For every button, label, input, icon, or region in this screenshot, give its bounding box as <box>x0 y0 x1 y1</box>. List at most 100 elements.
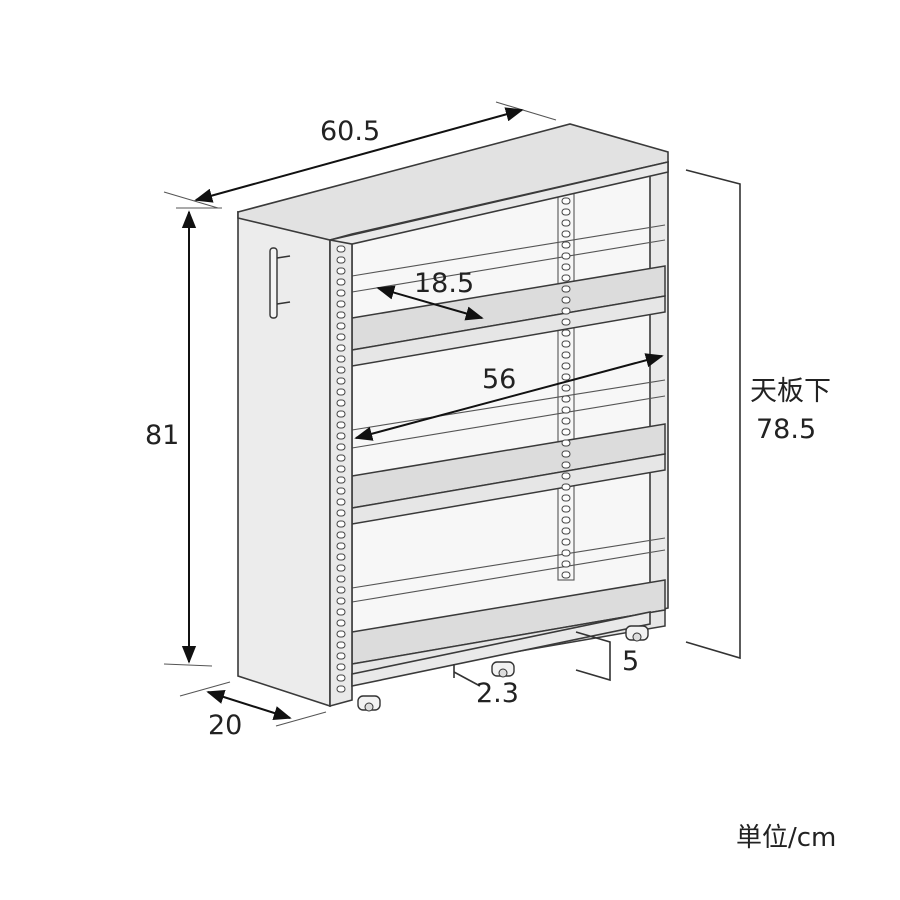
depth-dimension: 20 <box>179 681 327 741</box>
under-top-dimension: 天板下 78.5 <box>685 169 831 660</box>
rail-hole <box>561 373 571 381</box>
rail-hole <box>561 263 571 271</box>
rail-hole <box>561 329 571 337</box>
inner-width-dimension: 56 <box>354 353 664 441</box>
width-dimension: 60.5 <box>163 101 557 209</box>
rail-hole <box>336 410 346 418</box>
rail-hole <box>561 351 571 359</box>
rear-rail-holes <box>561 197 571 579</box>
height-dimension: 81 <box>145 207 222 667</box>
rail-hole <box>561 549 571 557</box>
rail-hole <box>561 461 571 469</box>
rail-hole <box>336 366 346 374</box>
shelf-depth-label: 18.5 <box>414 268 474 299</box>
rail-hole <box>561 505 571 513</box>
rail-hole <box>336 641 346 649</box>
rail-hole <box>336 553 346 561</box>
unit-label: 単位/cm <box>736 823 836 853</box>
rail-hole <box>561 230 571 238</box>
under-top-value: 78.5 <box>756 414 816 445</box>
rail-hole <box>561 571 571 579</box>
rail-hole <box>336 674 346 682</box>
inner-width-label: 56 <box>482 364 516 395</box>
front-rail-holes <box>336 245 346 693</box>
rail-hole <box>561 318 571 326</box>
rail-hole <box>336 443 346 451</box>
rail-hole <box>336 267 346 275</box>
shelf-thickness-label: 2.3 <box>476 678 519 709</box>
rail-hole <box>561 395 571 403</box>
right-side-panel <box>649 161 669 613</box>
rail-hole <box>561 472 571 480</box>
rail-hole <box>336 685 346 693</box>
rail-hole <box>336 663 346 671</box>
rail-hole <box>336 421 346 429</box>
rail-hole <box>336 498 346 506</box>
rail-hole <box>336 531 346 539</box>
rail-hole <box>336 289 346 297</box>
side-handle <box>269 247 291 319</box>
rail-hole <box>561 560 571 568</box>
caster-front-mid <box>491 661 515 678</box>
top-board-edge <box>329 160 669 245</box>
rail-hole <box>561 307 571 315</box>
rail-hole <box>561 483 571 491</box>
rail-hole <box>336 586 346 594</box>
floor-clearance-label: 5 <box>622 646 639 677</box>
rail-hole <box>336 520 346 528</box>
floor-clearance-dimension: 5 <box>575 631 639 682</box>
rail-hole <box>336 278 346 286</box>
shelf-1 <box>351 239 666 367</box>
rail-hole <box>336 432 346 440</box>
rail-hole <box>561 285 571 293</box>
rail-hole <box>561 340 571 348</box>
rail-hole <box>561 417 571 425</box>
rail-hole <box>561 428 571 436</box>
rail-hole <box>561 538 571 546</box>
rail-hole <box>336 333 346 341</box>
rail-hole <box>561 384 571 392</box>
width-label: 60.5 <box>320 116 380 147</box>
rail-hole <box>561 296 571 304</box>
left-side-panel <box>237 210 331 708</box>
rail-hole <box>336 245 346 253</box>
rail-hole <box>336 322 346 330</box>
rail-hole <box>336 388 346 396</box>
rail-hole <box>336 564 346 572</box>
rail-hole <box>561 252 571 260</box>
rail-hole <box>336 256 346 264</box>
rail-hole <box>336 454 346 462</box>
bottom-plinth <box>351 611 651 687</box>
height-label: 81 <box>145 420 179 451</box>
rail-hole <box>561 527 571 535</box>
rail-hole <box>336 300 346 308</box>
shelf-cabinet <box>237 123 669 712</box>
shelf-thickness-dimension: 2.3 <box>453 664 519 709</box>
rail-hole <box>336 399 346 407</box>
rail-hole <box>336 476 346 484</box>
rail-hole <box>561 406 571 414</box>
rail-hole <box>561 197 571 205</box>
rail-hole <box>561 219 571 227</box>
rail-hole <box>336 630 346 638</box>
rail-hole <box>336 377 346 385</box>
rail-hole <box>336 575 346 583</box>
rail-hole <box>561 208 571 216</box>
rail-hole <box>336 509 346 517</box>
rail-hole <box>336 608 346 616</box>
rail-hole <box>561 516 571 524</box>
rail-hole <box>336 542 346 550</box>
caster-front-left <box>357 695 381 712</box>
rail-hole <box>336 355 346 363</box>
rail-hole <box>336 619 346 627</box>
shelf-depth-dimension: 18.5 <box>376 268 484 321</box>
caster-rear-right <box>625 625 649 642</box>
rail-hole <box>336 311 346 319</box>
rail-hole <box>336 652 346 660</box>
rail-hole <box>561 494 571 502</box>
rail-hole <box>561 362 571 370</box>
rail-hole <box>336 344 346 352</box>
under-top-caption: 天板下 <box>750 376 831 407</box>
rail-hole <box>336 465 346 473</box>
